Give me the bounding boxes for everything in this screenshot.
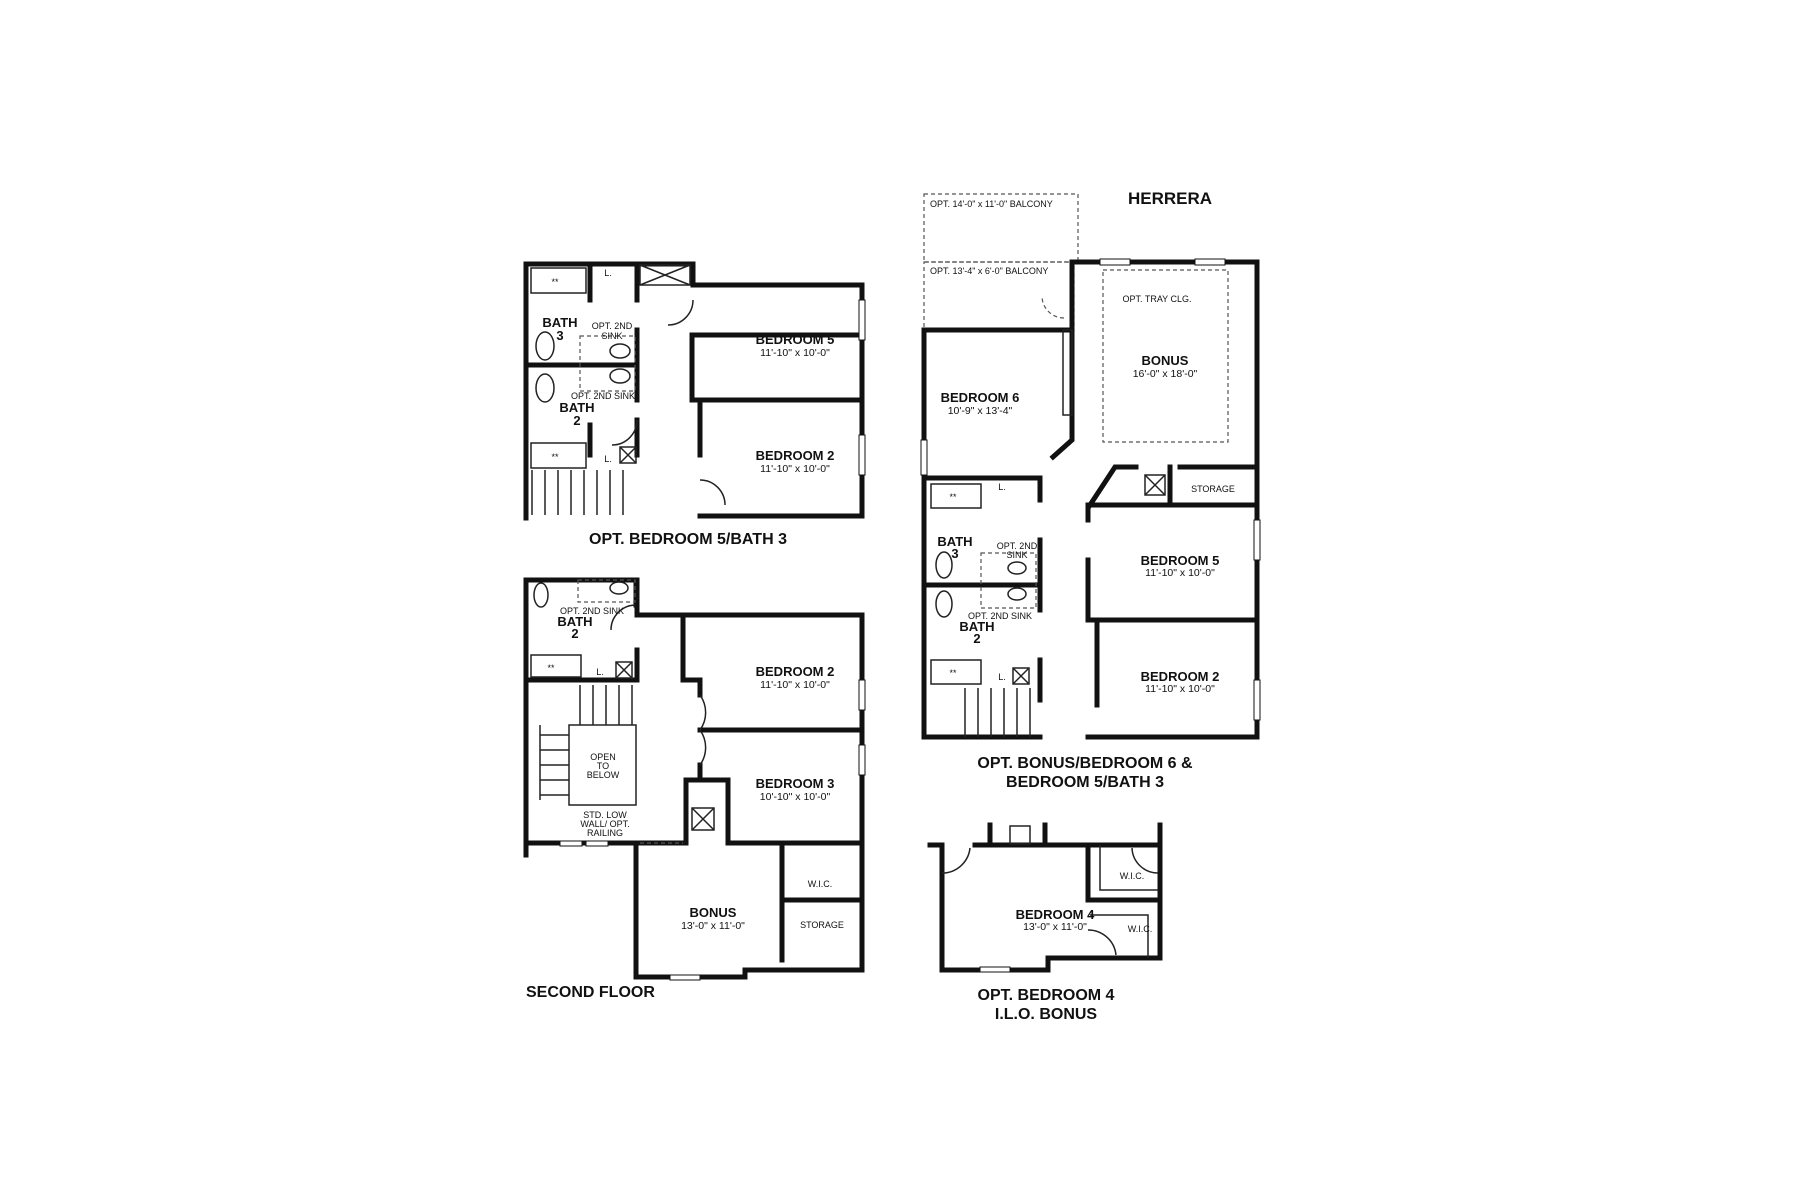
room-number: 2 — [973, 631, 980, 646]
linen-label: L. — [604, 454, 612, 464]
room-size: 11'-10" x 10'-0" — [760, 679, 830, 691]
note-open-to-below: TO — [597, 761, 609, 771]
room-label-bath3: BATH — [542, 315, 577, 330]
plan-title: BEDROOM 5/BATH 3 — [1006, 774, 1164, 791]
sink-icon — [609, 581, 629, 595]
plan-title: OPT. BEDROOM 5/BATH 3 — [589, 531, 787, 548]
tub-mark: ** — [547, 663, 555, 673]
room-number: 3 — [556, 328, 563, 343]
note-open-to-below: BELOW — [587, 770, 620, 780]
toilet-icon — [535, 373, 555, 403]
room-label-bedroom5: BEDROOM 5 — [1141, 553, 1220, 568]
plan-name: HERRERA — [1128, 189, 1212, 208]
room-label-storage: STORAGE — [1191, 484, 1235, 494]
room-size: 11'-10" x 10'-0" — [760, 463, 830, 475]
sink-icon — [1007, 587, 1027, 601]
note-opt-sink: OPT. 2ND SINK — [968, 611, 1032, 621]
room-label-bath2: BATH — [557, 614, 592, 629]
toilet-icon — [533, 582, 549, 608]
room-label-bedroom6: BEDROOM 6 — [941, 390, 1020, 405]
bathtub-icon — [930, 483, 982, 509]
linen-label: L. — [596, 667, 604, 677]
note-opt-sink: OPT. 2ND — [997, 541, 1038, 551]
linen-label: L. — [998, 482, 1006, 492]
room-label-bedroom2: BEDROOM 2 — [1141, 669, 1220, 684]
tub-mark: ** — [949, 492, 957, 502]
bathtub-icon — [930, 659, 982, 685]
room-label-bedroom2: BEDROOM 2 — [756, 664, 835, 679]
room-label-bedroom2: BEDROOM 2 — [756, 448, 835, 463]
room-number: 2 — [573, 413, 580, 428]
room-label-bath2: BATH — [959, 619, 994, 634]
plan-title: SECOND FLOOR — [526, 984, 655, 1001]
room-label-wic: W.I.C. — [808, 879, 833, 889]
sink-icon — [609, 368, 631, 384]
bathtub-icon — [530, 654, 582, 678]
room-number: 2 — [571, 626, 578, 641]
note-low-wall: STD. LOW — [583, 810, 627, 820]
bathtub-icon — [530, 442, 587, 469]
room-label-wic: W.I.C. — [1120, 871, 1145, 881]
room-size: 13'-0" x 11'-0" — [1023, 921, 1087, 933]
room-label-bedroom5: BEDROOM 5 — [756, 332, 835, 347]
room-label-wic: W.I.C. — [1128, 924, 1153, 934]
room-label-bedroom3: BEDROOM 3 — [756, 776, 835, 791]
plan-opt-bedroom4: BEDROOM 4 13'-0" x 11'-0" W.I.C. W.I.C. … — [927, 822, 1163, 1023]
note-open-to-below: OPEN — [590, 752, 616, 762]
room-label-bedroom4: BEDROOM 4 — [1016, 907, 1096, 922]
plan-second-floor: OPT. 2ND SINK BATH 2 ** L. BEDROOM 2 11'… — [523, 577, 866, 1001]
hvac-chase — [639, 264, 691, 286]
linen-label: L. — [604, 268, 612, 278]
room-label-bonus: BONUS — [690, 905, 737, 920]
tub-mark: ** — [551, 452, 559, 462]
plan-opt-bonus-bedroom6: OPT. 14'-0" x 11'-0" BALCONY OPT. 13'-4"… — [920, 193, 1261, 791]
note-opt-sink: SINK — [1006, 550, 1027, 560]
room-size: 11'-10" x 10'-0" — [1145, 567, 1215, 579]
note-opt-sink: OPT. 2ND SINK — [571, 391, 635, 401]
room-label-bath3: BATH — [937, 534, 972, 549]
note-balcony-large: OPT. 14'-0" x 11'-0" BALCONY — [930, 199, 1053, 209]
plan-opt-bedroom5-bath3: BATH 3 OPT. 2ND SINK OPT. 2ND SINK BATH … — [523, 261, 866, 548]
room-label-storage: STORAGE — [800, 920, 844, 930]
bathtub-icon — [530, 267, 587, 294]
note-low-wall: RAILING — [587, 828, 623, 838]
note-tray-ceiling: OPT. TRAY CLG. — [1122, 294, 1191, 304]
room-number: 3 — [951, 546, 958, 561]
sink-icon — [609, 343, 631, 359]
linen-label: L. — [998, 672, 1006, 682]
room-size: 11'-10" x 10'-0" — [760, 347, 830, 359]
room-size: 13'-0" x 11'-0" — [681, 920, 745, 932]
sink-icon — [1007, 561, 1027, 575]
note-balcony-small: OPT. 13'-4" x 6'-0" BALCONY — [930, 266, 1048, 276]
room-size: 10'-10" x 10'-0" — [760, 791, 831, 803]
toilet-icon — [935, 590, 953, 618]
room-size: 16'-0" x 18'-0" — [1133, 368, 1198, 380]
tub-mark: ** — [551, 277, 559, 287]
plan-title: OPT. BONUS/BEDROOM 6 & — [977, 755, 1193, 772]
room-size: 10'-9" x 13'-4" — [948, 405, 1013, 417]
plan-title: I.L.O. BONUS — [995, 1006, 1098, 1023]
toilet-icon — [535, 331, 555, 361]
tray-ceiling — [1102, 269, 1229, 443]
note-low-wall: WALL/ OPT. — [580, 819, 629, 829]
toilet-icon — [935, 551, 953, 579]
room-label-bonus: BONUS — [1142, 353, 1189, 368]
tub-mark: ** — [949, 668, 957, 678]
note-opt-sink: OPT. 2ND — [592, 321, 633, 331]
plan-title: OPT. BEDROOM 4 — [978, 987, 1115, 1004]
note-opt-sink: OPT. 2ND SINK — [560, 606, 624, 616]
balcony-large — [923, 193, 1079, 263]
note-opt-sink: SINK — [601, 331, 622, 341]
room-label-bath2: BATH — [559, 400, 594, 415]
room-size: 11'-10" x 10'-0" — [1145, 683, 1215, 695]
